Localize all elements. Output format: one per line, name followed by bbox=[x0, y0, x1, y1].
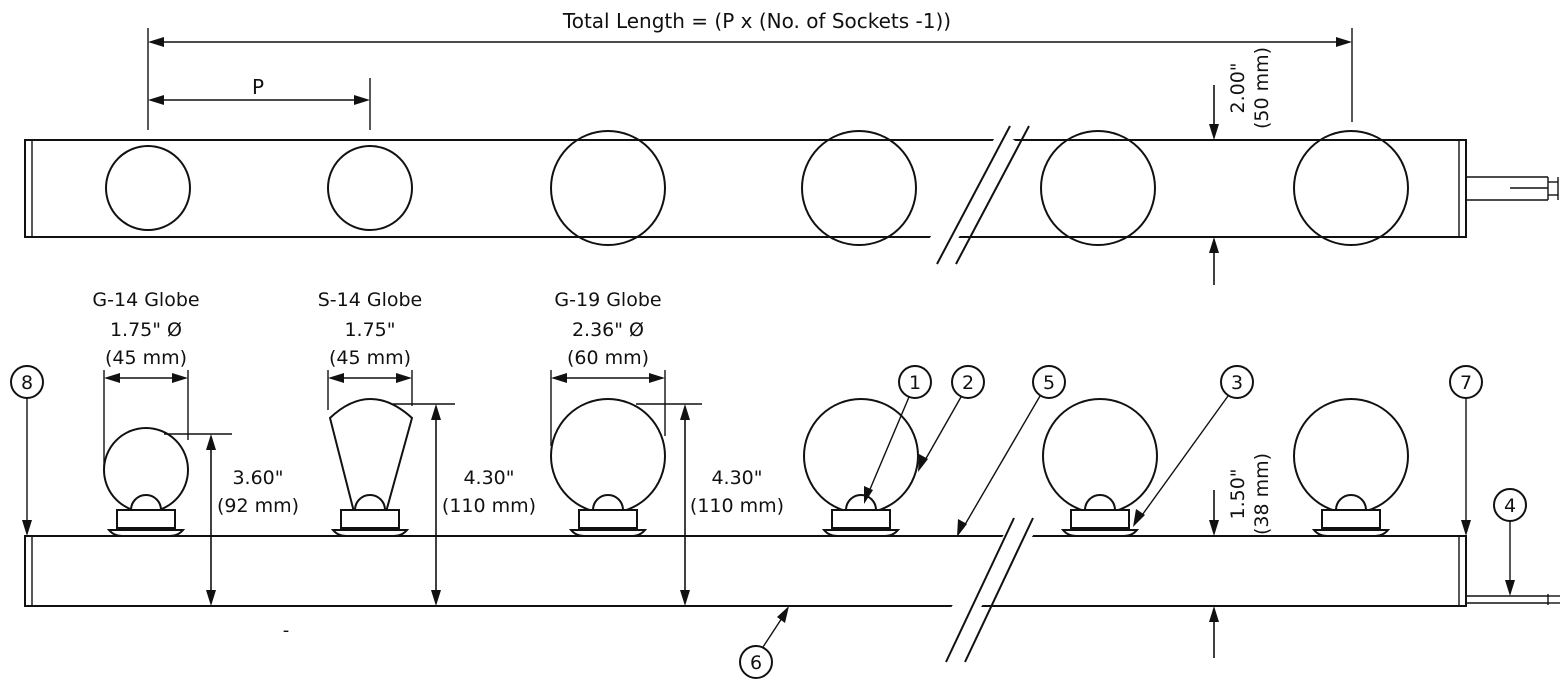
lamp-s14 bbox=[328, 398, 414, 537]
top-view: Total Length = (P x (No. of Sockets -1))… bbox=[24, 9, 1559, 285]
callout-2 bbox=[951, 365, 985, 399]
callout-7-label: 7 bbox=[1460, 372, 1472, 394]
bulb-name-g19: G-19 Globe bbox=[554, 289, 661, 311]
bulb-name-s14: S-14 Globe bbox=[318, 289, 423, 311]
callout-5-label: 5 bbox=[1043, 372, 1055, 394]
arrowhead-icon bbox=[1461, 520, 1471, 536]
arrowhead-icon bbox=[1505, 580, 1515, 596]
bulb-diameter-g14: 1.75" Ø bbox=[110, 319, 182, 341]
height-dim-s14: 4.30" (110 mm) bbox=[393, 403, 536, 606]
lamp-g14 bbox=[103, 427, 189, 537]
top-socket-5 bbox=[1040, 130, 1156, 246]
callout-1-leader bbox=[867, 396, 910, 495]
side-view: 3.60" (92 mm) 4.30" (110 mm) 4.30" (110 … bbox=[24, 370, 1560, 663]
side-break-lines bbox=[926, 517, 1034, 663]
bulb-diameter-mm-g19: (60 mm) bbox=[567, 347, 649, 369]
bulb-diameter-mm-g14: (45 mm) bbox=[105, 347, 187, 369]
arrowhead-icon bbox=[918, 454, 928, 472]
total-length-label: Total Length = (P x (No. of Sockets -1)) bbox=[562, 9, 951, 33]
arrowhead-icon bbox=[354, 95, 370, 105]
arrowhead-icon bbox=[1209, 606, 1219, 622]
lamp-g19 bbox=[550, 398, 666, 537]
callout-6 bbox=[739, 645, 773, 679]
top-rail bbox=[24, 139, 1467, 238]
arrowhead-icon bbox=[777, 606, 789, 623]
arrowhead-icon bbox=[957, 519, 967, 537]
height-g19-in: 4.30" bbox=[711, 467, 762, 489]
callout-6-leader bbox=[762, 617, 783, 648]
side-rail bbox=[24, 535, 1467, 607]
arrowhead-icon bbox=[22, 520, 32, 536]
top-height-mm: (50 mm) bbox=[1251, 47, 1273, 129]
callout-3-label: 3 bbox=[1231, 372, 1243, 394]
height-g14-mm: (92 mm) bbox=[217, 495, 299, 517]
top-socket-1 bbox=[105, 145, 191, 231]
height-dim-g14: 3.60" (92 mm) bbox=[164, 433, 299, 606]
bulb-name-g14: G-14 Globe bbox=[92, 289, 199, 311]
callout-5 bbox=[1032, 365, 1066, 399]
arrowhead-icon bbox=[148, 95, 164, 105]
callout-3-leader bbox=[1139, 395, 1229, 519]
callout-4-label: 4 bbox=[1504, 495, 1516, 517]
arrowhead-icon bbox=[148, 37, 164, 47]
height-dim-g19: 4.30" (110 mm) bbox=[636, 403, 784, 606]
top-break-lines bbox=[924, 125, 1030, 265]
arrowhead-icon bbox=[1336, 37, 1352, 47]
callout-3 bbox=[1220, 365, 1254, 399]
height-s14-in: 4.30" bbox=[463, 467, 514, 489]
bulb-diameter-s14: 1.75" bbox=[344, 319, 395, 341]
callout-5-leader bbox=[962, 395, 1041, 529]
arrowhead-icon bbox=[1209, 520, 1219, 536]
pitch-label: P bbox=[252, 75, 264, 99]
callout-1 bbox=[898, 365, 932, 399]
lamp-6 bbox=[1293, 398, 1409, 537]
bulb-diameter-mm-s14: (45 mm) bbox=[329, 347, 411, 369]
side-height-mm: (38 mm) bbox=[1251, 453, 1273, 535]
height-g14-in: 3.60" bbox=[232, 467, 283, 489]
top-socket-2 bbox=[327, 145, 413, 231]
arrowhead-icon bbox=[864, 486, 873, 504]
callout-1-label: 1 bbox=[909, 372, 921, 394]
lamp-5 bbox=[1042, 398, 1158, 537]
callout-6-label: 6 bbox=[750, 652, 762, 674]
top-height-in: 2.00" bbox=[1227, 62, 1249, 113]
stray-mark: - bbox=[283, 620, 290, 641]
arrowhead-icon bbox=[1209, 237, 1219, 253]
lamp-4 bbox=[803, 398, 919, 537]
callout-8-label: 8 bbox=[21, 372, 33, 394]
top-socket-6 bbox=[1293, 130, 1409, 246]
bulb-diameter-g19: 2.36" Ø bbox=[572, 319, 644, 341]
top-socket-4 bbox=[801, 130, 917, 246]
side-power-cord bbox=[1466, 594, 1560, 605]
bulb-labels: G-14 Globe 1.75" Ø (45 mm) S-14 Globe 1.… bbox=[92, 289, 661, 369]
callout-2-label: 2 bbox=[962, 372, 974, 394]
diameter-dims bbox=[103, 370, 666, 468]
side-height-in: 1.50" bbox=[1227, 468, 1249, 519]
callout-2-leader bbox=[923, 396, 962, 463]
callouts: 1 2 5 3 7 8 4 6 bbox=[10, 365, 1527, 679]
height-g19-mm: (110 mm) bbox=[690, 495, 784, 517]
top-power-cord bbox=[1466, 176, 1559, 201]
arrowhead-icon bbox=[1209, 124, 1219, 140]
height-s14-mm: (110 mm) bbox=[442, 495, 536, 517]
top-socket-3 bbox=[550, 130, 666, 246]
arrowhead-icon bbox=[1133, 509, 1145, 527]
